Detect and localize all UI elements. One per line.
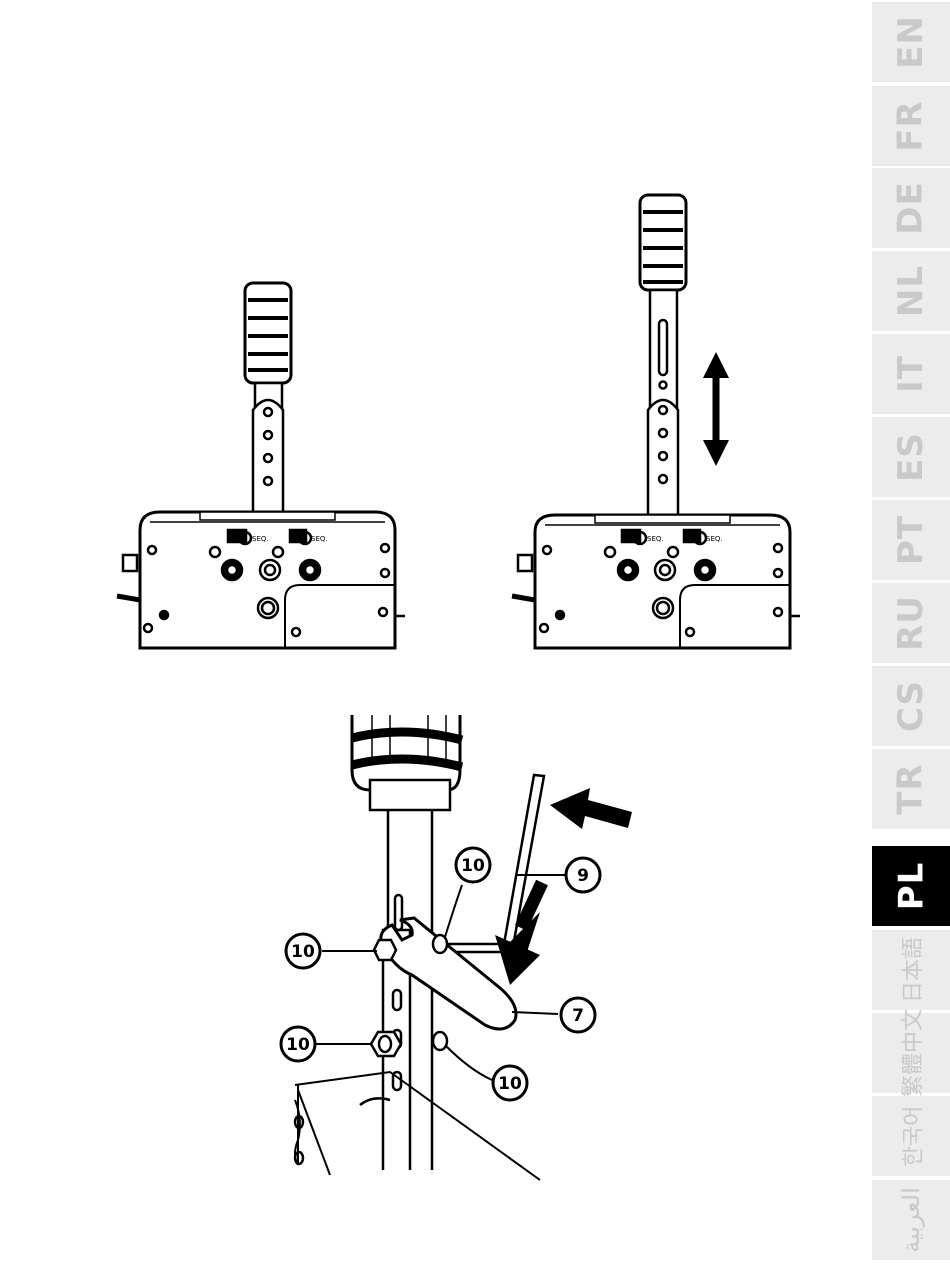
language-tab-label: ES <box>891 432 931 482</box>
callout-7: 7 <box>561 998 595 1032</box>
seq-label-left: SEQ. <box>252 535 269 543</box>
illustrations: SEQ. SEQ. <box>0 0 860 1267</box>
language-tab-label: TR <box>891 763 931 814</box>
language-tab-1[interactable]: FR <box>872 86 950 166</box>
language-tab-label: FR <box>891 100 931 151</box>
language-tab-7[interactable]: RU <box>872 583 950 663</box>
language-tab-6[interactable]: PT <box>872 500 950 580</box>
language-tab-label: PT <box>891 515 931 565</box>
language-tab-label: DE <box>891 181 931 234</box>
callout-10-nut-upper: 10 <box>286 934 320 968</box>
seq-label-left-2: SEQ. <box>647 535 664 543</box>
seq-label-right-2: SEQ. <box>706 535 723 543</box>
handbrake-diagram-extended: SEQ. SEQ. <box>512 195 800 648</box>
callout-10-top: 10 <box>456 848 490 882</box>
language-tab-2[interactable]: DE <box>872 168 950 248</box>
callout-10-nut-lower: 10 <box>281 1027 315 1061</box>
language-tab-label: RU <box>891 595 931 651</box>
callout-10-bottom: 10 <box>493 1066 527 1100</box>
language-tab-4[interactable]: IT <box>872 334 950 414</box>
language-tab-label: 日本語 <box>895 937 927 1003</box>
adjust-height-arrow <box>703 352 729 466</box>
language-tab-11[interactable]: 日本語 <box>872 930 950 1010</box>
language-tab-5[interactable]: ES <box>872 417 950 497</box>
language-tab-3[interactable]: NL <box>872 251 950 331</box>
language-tab-label: 한국어 <box>895 1106 927 1167</box>
language-tab-0[interactable]: EN <box>872 2 950 82</box>
language-tab-14[interactable]: العربية <box>872 1180 950 1260</box>
language-tab-10[interactable]: PL <box>872 846 950 926</box>
language-tab-label: IT <box>891 355 931 393</box>
language-tab-label: العربية <box>897 1187 925 1253</box>
language-sidebar: EN FR DE NL IT ES PT RU CS TR PL 日本語繁體中文 한국어 العربية <box>870 0 950 1267</box>
language-tab-label: PL <box>891 862 931 911</box>
language-tab-label: 繁體中文 <box>895 1009 927 1097</box>
seq-label-right: SEQ. <box>311 535 328 543</box>
svg-text:10: 10 <box>461 856 485 876</box>
language-tab-12[interactable]: 繁體中文 <box>872 1013 950 1093</box>
svg-text:9: 9 <box>577 866 589 886</box>
language-tab-8[interactable]: CS <box>872 666 950 746</box>
language-tab-13[interactable]: 한국어 <box>872 1096 950 1176</box>
svg-text:10: 10 <box>286 1035 310 1055</box>
svg-text:7: 7 <box>572 1006 584 1026</box>
language-tab-9[interactable]: TR <box>872 749 950 829</box>
language-tab-label: CS <box>891 680 931 732</box>
svg-text:10: 10 <box>291 942 315 962</box>
svg-text:10: 10 <box>498 1074 522 1094</box>
language-tab-label: EN <box>891 15 931 69</box>
callout-9: 9 <box>566 858 600 892</box>
language-tab-label: NL <box>891 265 931 317</box>
handbrake-diagram-short: SEQ. SEQ. <box>117 283 405 648</box>
